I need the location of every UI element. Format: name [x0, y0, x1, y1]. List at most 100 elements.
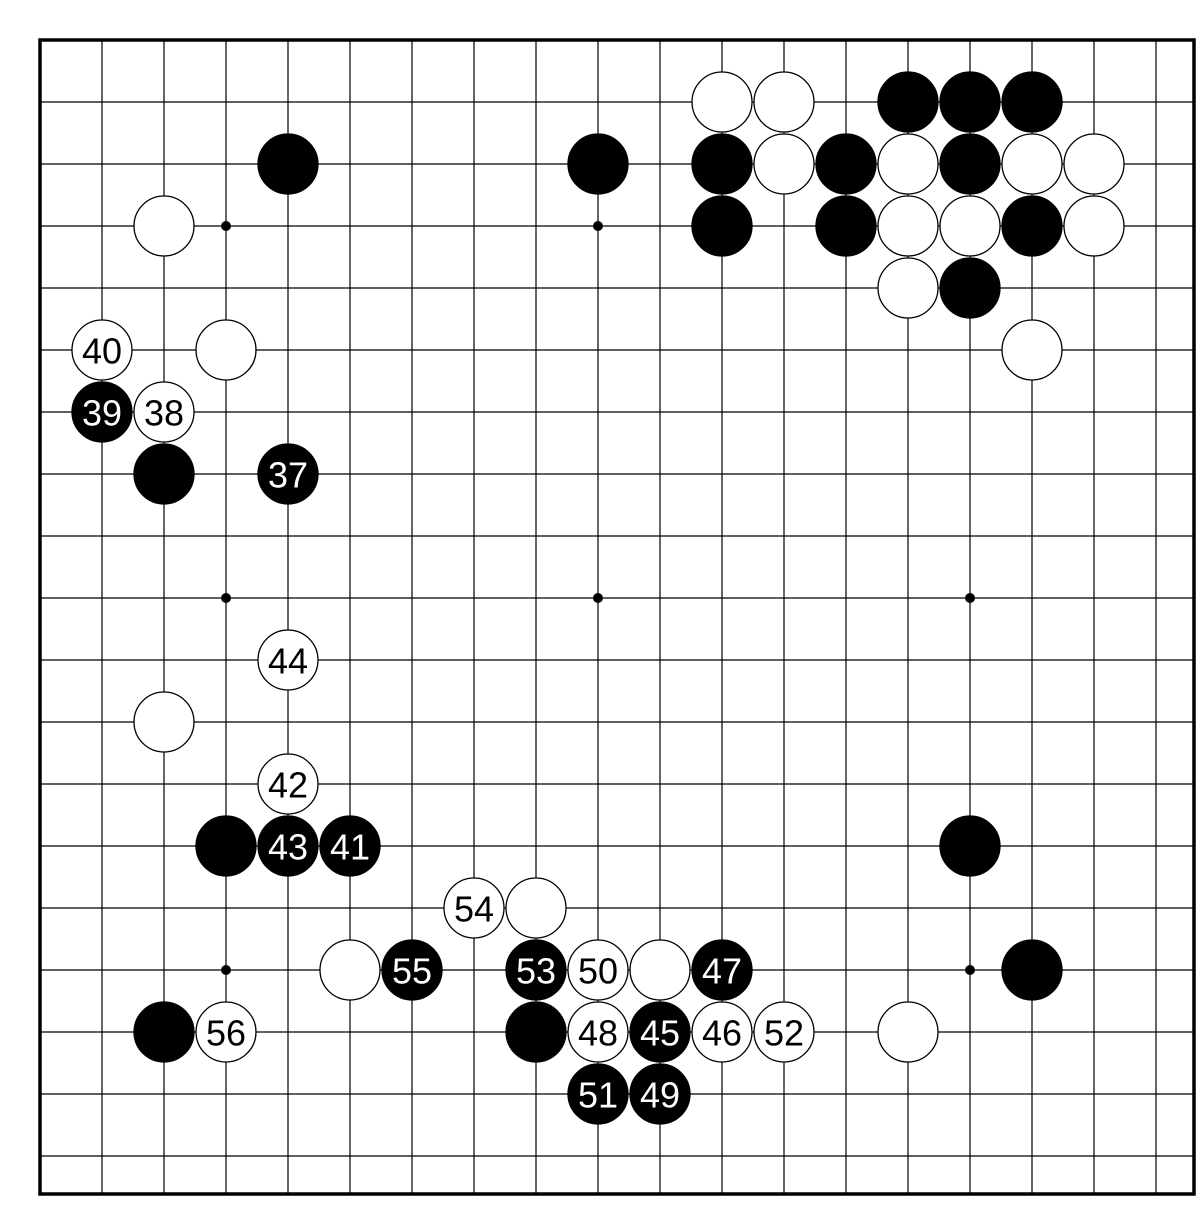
stone-disc [567, 1001, 629, 1063]
white-stone: 42 [257, 753, 319, 815]
black-stone [877, 71, 939, 133]
stone-disc [505, 1001, 567, 1063]
stone-disc [257, 133, 319, 195]
move-number: 56 [206, 1013, 246, 1054]
move-number: 49 [640, 1075, 680, 1116]
stone-disc [1063, 133, 1125, 195]
star-point [221, 221, 231, 231]
stone-disc [629, 1063, 691, 1125]
move-number: 47 [702, 951, 742, 992]
stone-disc [1001, 939, 1063, 1001]
star-point [593, 593, 603, 603]
white-stone: 48 [567, 1001, 629, 1063]
move-number: 43 [268, 827, 308, 868]
move-number: 54 [454, 889, 494, 930]
black-stone: 43 [257, 815, 319, 877]
stone-disc [691, 195, 753, 257]
stone-disc [753, 1001, 815, 1063]
white-stone: 54 [443, 877, 505, 939]
white-stone [133, 195, 195, 257]
stone-disc [1001, 133, 1063, 195]
stone-disc [381, 939, 443, 1001]
black-stone [133, 1001, 195, 1063]
move-number: 51 [578, 1075, 618, 1116]
white-stone [133, 691, 195, 753]
stone-disc [691, 133, 753, 195]
black-stone [815, 195, 877, 257]
stone-disc [877, 257, 939, 319]
white-stone: 38 [133, 381, 195, 443]
white-stone [505, 877, 567, 939]
black-stone [691, 195, 753, 257]
black-stone [1001, 939, 1063, 1001]
white-stone: 56 [195, 1001, 257, 1063]
white-stone [1063, 195, 1125, 257]
stone-disc [877, 71, 939, 133]
black-stone: 47 [691, 939, 753, 1001]
white-stone [195, 319, 257, 381]
move-number: 37 [268, 455, 308, 496]
white-stone: 44 [257, 629, 319, 691]
stone-disc [629, 939, 691, 1001]
stone-disc [195, 319, 257, 381]
stone-disc [939, 815, 1001, 877]
move-number: 46 [702, 1013, 742, 1054]
black-stone: 55 [381, 939, 443, 1001]
stone-disc [691, 71, 753, 133]
black-stone [1001, 195, 1063, 257]
stone-disc [133, 381, 195, 443]
stone-disc [133, 195, 195, 257]
stone-disc [133, 1001, 195, 1063]
stone-disc [319, 815, 381, 877]
stone-disc [567, 939, 629, 1001]
stone-disc [257, 629, 319, 691]
white-stone: 40 [71, 319, 133, 381]
star-point [593, 221, 603, 231]
black-stone [1001, 71, 1063, 133]
stone-disc [1001, 71, 1063, 133]
stone-disc [133, 691, 195, 753]
stone-disc [1001, 319, 1063, 381]
move-number: 52 [764, 1013, 804, 1054]
white-stone [1063, 133, 1125, 195]
move-number: 38 [144, 393, 184, 434]
stone-disc [133, 443, 195, 505]
white-stone: 52 [753, 1001, 815, 1063]
black-stone: 51 [567, 1063, 629, 1125]
black-stone: 49 [629, 1063, 691, 1125]
black-stone: 37 [257, 443, 319, 505]
stone-disc [71, 381, 133, 443]
star-point [221, 593, 231, 603]
move-number: 55 [392, 951, 432, 992]
black-stone: 45 [629, 1001, 691, 1063]
move-number: 53 [516, 951, 556, 992]
stone-disc [257, 443, 319, 505]
stone-disc [443, 877, 505, 939]
black-stone: 53 [505, 939, 567, 1001]
white-stone [319, 939, 381, 1001]
black-stone: 41 [319, 815, 381, 877]
stone-disc [939, 257, 1001, 319]
stone-disc [691, 1001, 753, 1063]
black-stone [939, 133, 1001, 195]
black-stone [939, 71, 1001, 133]
stone-disc [629, 1001, 691, 1063]
white-stone [877, 1001, 939, 1063]
black-stone [133, 443, 195, 505]
white-stone [629, 939, 691, 1001]
white-stone [753, 133, 815, 195]
black-stone [691, 133, 753, 195]
stone-disc [195, 1001, 257, 1063]
stone-disc [877, 133, 939, 195]
black-stone: 39 [71, 381, 133, 443]
stone-disc [257, 815, 319, 877]
move-number: 41 [330, 827, 370, 868]
white-stone [877, 257, 939, 319]
stone-disc [1001, 195, 1063, 257]
stone-disc [877, 195, 939, 257]
white-stone [939, 195, 1001, 257]
black-stone [195, 815, 257, 877]
black-stone [505, 1001, 567, 1063]
